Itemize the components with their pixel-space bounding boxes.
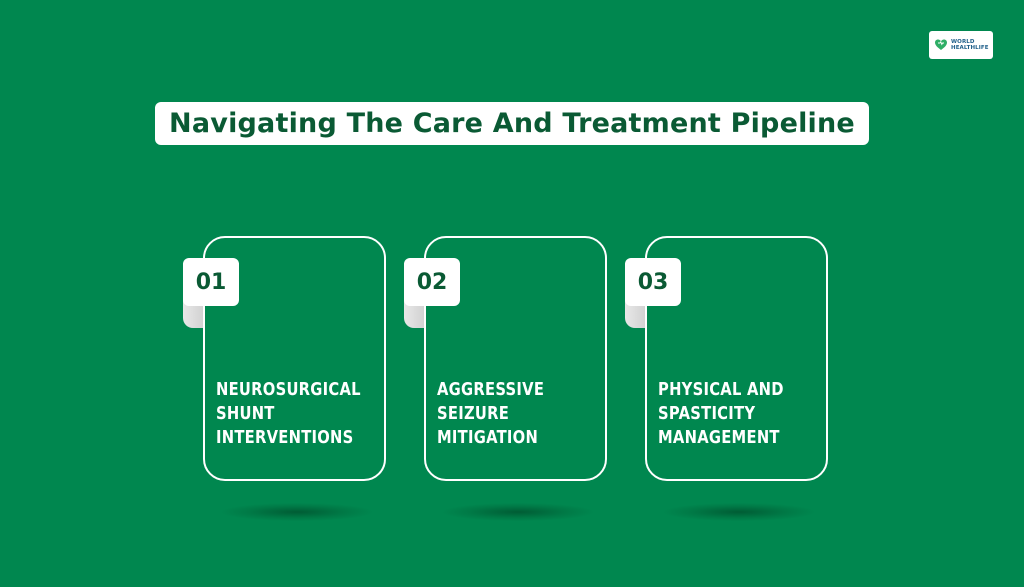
logo-line-2: HEALTHLIFE bbox=[951, 45, 989, 51]
card-shadow-2 bbox=[443, 503, 593, 521]
heart-stethoscope-icon bbox=[935, 39, 947, 50]
step-label-2-line-2: SEIZURE bbox=[437, 403, 510, 424]
step-number-1: 01 bbox=[195, 269, 227, 295]
card-shadow-3 bbox=[664, 503, 814, 521]
page-title: Navigating The Care And Treatment Pipeli… bbox=[169, 108, 855, 139]
step-number-tab-2: 02 bbox=[404, 258, 460, 328]
step-label-2-line-3: MITIGATION bbox=[437, 427, 539, 448]
step-label-1: NEUROSURGICAL SHUNT INTERVENTIONS bbox=[216, 378, 361, 450]
logo-wordmark: WORLD HEALTHLIFE bbox=[951, 39, 989, 51]
step-card-1 bbox=[203, 236, 386, 481]
step-number-tab-1: 01 bbox=[183, 258, 239, 328]
logo-line-1: WORLD bbox=[951, 39, 975, 45]
tab-face-1: 01 bbox=[183, 258, 239, 306]
title-banner: Navigating The Care And Treatment Pipeli… bbox=[155, 102, 869, 145]
step-label-2: AGGRESSIVE SEIZURE MITIGATION bbox=[437, 378, 560, 450]
step-label-1-line-2: SHUNT bbox=[216, 403, 275, 424]
tab-face-2: 02 bbox=[404, 258, 460, 306]
step-number-2: 02 bbox=[416, 269, 448, 295]
step-card-2 bbox=[424, 236, 607, 481]
step-label-1-line-3: INTERVENTIONS bbox=[216, 427, 354, 448]
step-label-3-line-3: MANAGEMENT bbox=[658, 427, 780, 448]
step-label-2-line-1: AGGRESSIVE bbox=[437, 379, 545, 400]
step-label-1-line-1: NEUROSURGICAL bbox=[216, 379, 361, 400]
card-shadow-1 bbox=[222, 503, 372, 521]
step-label-3-line-2: SPASTICITY bbox=[658, 403, 756, 424]
step-number-tab-3: 03 bbox=[625, 258, 681, 328]
tab-face-3: 03 bbox=[625, 258, 681, 306]
step-number-3: 03 bbox=[637, 269, 669, 295]
step-card-3 bbox=[645, 236, 828, 481]
brand-logo: WORLD HEALTHLIFE bbox=[929, 31, 993, 59]
step-label-3-line-1: PHYSICAL AND bbox=[658, 379, 784, 400]
step-label-3: PHYSICAL AND SPASTICITY MANAGEMENT bbox=[658, 378, 784, 450]
